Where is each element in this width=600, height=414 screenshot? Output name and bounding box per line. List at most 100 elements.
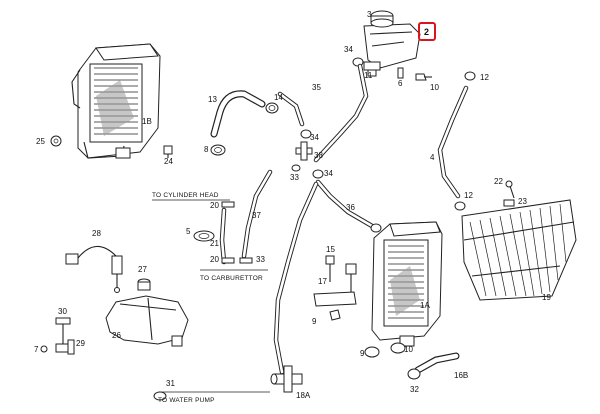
callout-18a: 18A: [296, 391, 311, 400]
callout-15: 15: [326, 245, 335, 254]
callout-32: 32: [410, 385, 419, 394]
part-8-clamp[interactable]: [210, 144, 226, 156]
part-bracket[interactable]: [313, 291, 357, 307]
callout-7: 7: [34, 345, 39, 354]
callout-14: 14: [274, 93, 283, 102]
hose-13[interactable]: [210, 90, 266, 138]
part-38-tee[interactable]: [295, 141, 313, 161]
callout-12-bottom: 12: [464, 191, 473, 200]
part-34-clamp-low[interactable]: [312, 169, 324, 179]
note-to-cylinder-head: TO CYLINDER HEAD: [152, 192, 219, 199]
part-12-clamp-top[interactable]: [464, 71, 476, 81]
callout-5: 5: [186, 227, 191, 236]
callout-24: 24: [164, 157, 173, 166]
reservoir-26[interactable]: [105, 295, 189, 347]
callout-33-top: 33: [290, 173, 299, 182]
radiator-1b[interactable]: [71, 43, 161, 159]
callout-17: 17: [318, 277, 327, 286]
callout-28: 28: [92, 229, 101, 238]
part-34-clamp-mid[interactable]: [300, 129, 312, 139]
hose-35[interactable]: [313, 63, 369, 163]
part-11-washer[interactable]: [329, 309, 341, 321]
part-15-bolt[interactable]: [345, 263, 357, 296]
part-7-screw[interactable]: [40, 345, 48, 353]
part-27-plug[interactable]: [137, 278, 151, 291]
callout-31: 31: [166, 379, 175, 388]
callout-10-top: 10: [430, 83, 439, 92]
callout-38: 38: [314, 151, 323, 160]
part-29-fitting[interactable]: [55, 339, 75, 355]
callout-20-top: 20: [210, 201, 219, 210]
part-33-clamp-lower[interactable]: [239, 257, 253, 264]
part-11-nut[interactable]: [367, 69, 377, 77]
part-10-cap[interactable]: [390, 342, 406, 354]
callout-34-top: 34: [344, 45, 353, 54]
callout-19: 19: [542, 293, 551, 302]
part-31-clamp[interactable]: [153, 391, 167, 401]
callout-1a: 1A: [420, 301, 430, 310]
callout-9-right: 9: [360, 349, 365, 358]
fitting-18a[interactable]: [270, 365, 303, 393]
callout-30: 30: [58, 307, 67, 316]
callout-3: 3: [367, 10, 372, 19]
part-17-bolt[interactable]: [325, 255, 335, 282]
callout-4: 4: [430, 153, 435, 162]
cap-3[interactable]: [370, 10, 394, 28]
grille-19[interactable]: [461, 199, 577, 301]
callout-37: 37: [252, 211, 261, 220]
hose-4[interactable]: [437, 85, 469, 199]
callout-29: 29: [76, 339, 85, 348]
note-to-water-pump: TO WATER PUMP: [158, 397, 215, 404]
highlight-box: [418, 22, 436, 41]
note-to-carburettor: TO CARBURETTOR: [200, 275, 263, 282]
part-24-fitting[interactable]: [163, 145, 173, 158]
part-10-bolt[interactable]: [415, 73, 432, 81]
hose-35-branch[interactable]: [277, 91, 305, 127]
callout-11: 11: [364, 71, 373, 80]
callout-26: 26: [112, 331, 121, 340]
callout-10-bottom: 10: [404, 345, 413, 354]
hose-18[interactable]: [273, 181, 319, 375]
part-12-clamp-bottom[interactable]: [454, 201, 466, 211]
callout-8: 8: [204, 145, 209, 154]
part-5-clip[interactable]: [193, 230, 215, 242]
callout-2[interactable]: 2: [424, 27, 429, 37]
callout-27: 27: [138, 265, 147, 274]
part-9-grommet[interactable]: [364, 346, 380, 358]
callout-16b: 16B: [454, 371, 468, 380]
callout-9-left: 9: [312, 317, 317, 326]
part-25-bolt[interactable]: [50, 135, 62, 147]
callout-12-top: 12: [480, 73, 489, 82]
callout-34-low: 34: [324, 169, 333, 178]
part-33-clamp[interactable]: [291, 164, 301, 172]
part-14-clamp[interactable]: [265, 102, 279, 114]
part-23-nut[interactable]: [503, 199, 515, 207]
hose-36[interactable]: [315, 179, 375, 229]
callout-25: 25: [36, 137, 45, 146]
callout-33-bottom: 33: [256, 255, 265, 264]
line-21[interactable]: [219, 207, 227, 265]
callout-20-bottom: 20: [210, 255, 219, 264]
part-20-clamp-lower[interactable]: [221, 257, 235, 264]
part-30-fitting[interactable]: [55, 317, 71, 344]
callout-23: 23: [518, 197, 527, 206]
part-22-screw[interactable]: [505, 180, 515, 199]
callout-6: 6: [398, 79, 403, 88]
sensor-28[interactable]: [65, 245, 123, 293]
callout-1b: 1B: [142, 117, 152, 126]
callout-34-mid: 34: [310, 133, 319, 142]
callout-21: 21: [210, 239, 219, 248]
hose-16b[interactable]: [414, 352, 460, 374]
callout-13: 13: [208, 95, 217, 104]
part-20-clamp-upper[interactable]: [221, 201, 235, 208]
radiator-1a[interactable]: [371, 221, 443, 347]
part-32-clamp[interactable]: [407, 368, 421, 380]
callout-35: 35: [312, 83, 321, 92]
hose-37[interactable]: [241, 169, 273, 259]
part-34-clamp-radiator[interactable]: [370, 223, 382, 233]
part-6-bracket[interactable]: [397, 67, 404, 79]
expansion-tank-2[interactable]: [363, 23, 421, 71]
callout-36: 36: [346, 203, 355, 212]
callout-22: 22: [494, 177, 503, 186]
